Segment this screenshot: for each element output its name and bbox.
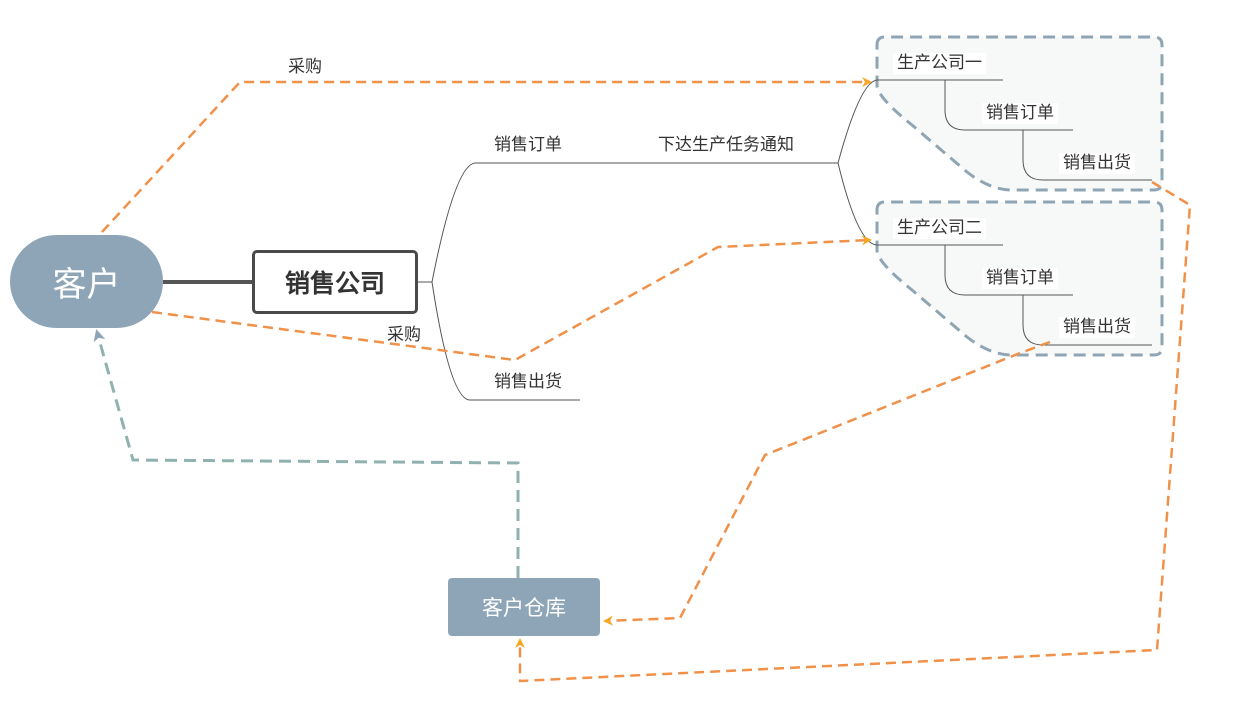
branch-sales-shipment[interactable]: 销售出货 [494,372,562,392]
sales-company-node[interactable]: 销售公司 [252,250,418,314]
edge-label-purchase-bottom: 采购 [387,325,421,345]
group-2-title[interactable]: 生产公司二 [893,218,986,239]
group-1-order[interactable]: 销售订单 [982,103,1058,124]
group-2-shipment[interactable]: 销售出货 [1059,317,1135,338]
branch-production-notice[interactable]: 下达生产任务通知 [658,135,794,155]
edge-label-purchase-top: 采购 [288,57,322,77]
customer-warehouse-node[interactable]: 客户仓库 [448,578,600,636]
group-1-title[interactable]: 生产公司一 [893,53,986,74]
group-2-order[interactable]: 销售订单 [982,268,1058,289]
customer-node[interactable]: 客户 [10,235,163,328]
branch-sales-order[interactable]: 销售订单 [494,135,562,155]
group-1-shipment[interactable]: 销售出货 [1059,153,1135,174]
